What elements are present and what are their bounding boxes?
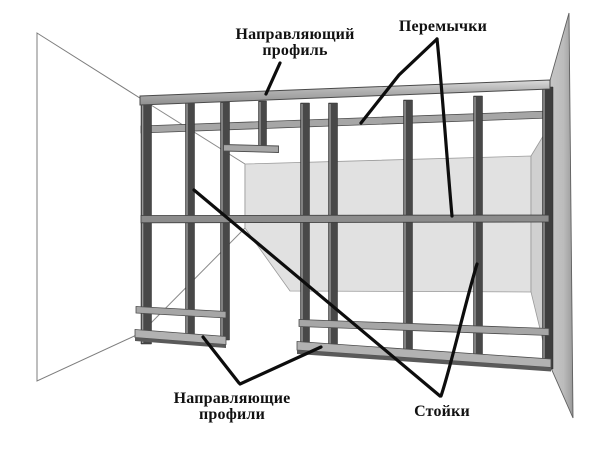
label-guide-profile: Направляющий профиль: [215, 27, 375, 58]
lower-crossbar-row-right: [298, 319, 550, 336]
leader-crossbars-upper: [359, 37, 439, 125]
left-wall: [36, 32, 144, 382]
door-header: [223, 144, 279, 153]
label-guide-profiles: Направляющие профили: [152, 391, 312, 422]
leader-lines: [192, 37, 479, 398]
leader-guide-profiles-right: [238, 345, 323, 386]
lower-crossbar-row-left: [135, 306, 227, 319]
label-line: Стойки: [414, 403, 470, 420]
leader-guide-profile: [264, 61, 282, 96]
label-line: Направляющий: [235, 26, 355, 43]
top-track: [139, 79, 551, 106]
back-wall: [244, 155, 532, 293]
label-line: профиль: [262, 41, 328, 59]
label-line: профили: [198, 405, 265, 423]
leader-guide-profiles-left: [201, 335, 241, 385]
frame-group: [134, 79, 554, 372]
label-studs: Стойки: [382, 404, 502, 420]
room-walls: [36, 12, 574, 419]
bottom-track-right-shadow: [297, 350, 551, 372]
leader-crossbars-middle: [435, 37, 454, 218]
middle-crossbar-row: [140, 214, 550, 224]
label-line: Направляющие: [173, 390, 291, 407]
label-crossbars: Перемычки: [383, 19, 503, 35]
label-line: Перемычки: [398, 18, 488, 35]
bottom-track-left-shadow: [135, 337, 226, 348]
leader-studs-left: [192, 188, 442, 398]
top-crossbar-row: [140, 110, 550, 134]
leader-studs-right: [439, 262, 479, 398]
